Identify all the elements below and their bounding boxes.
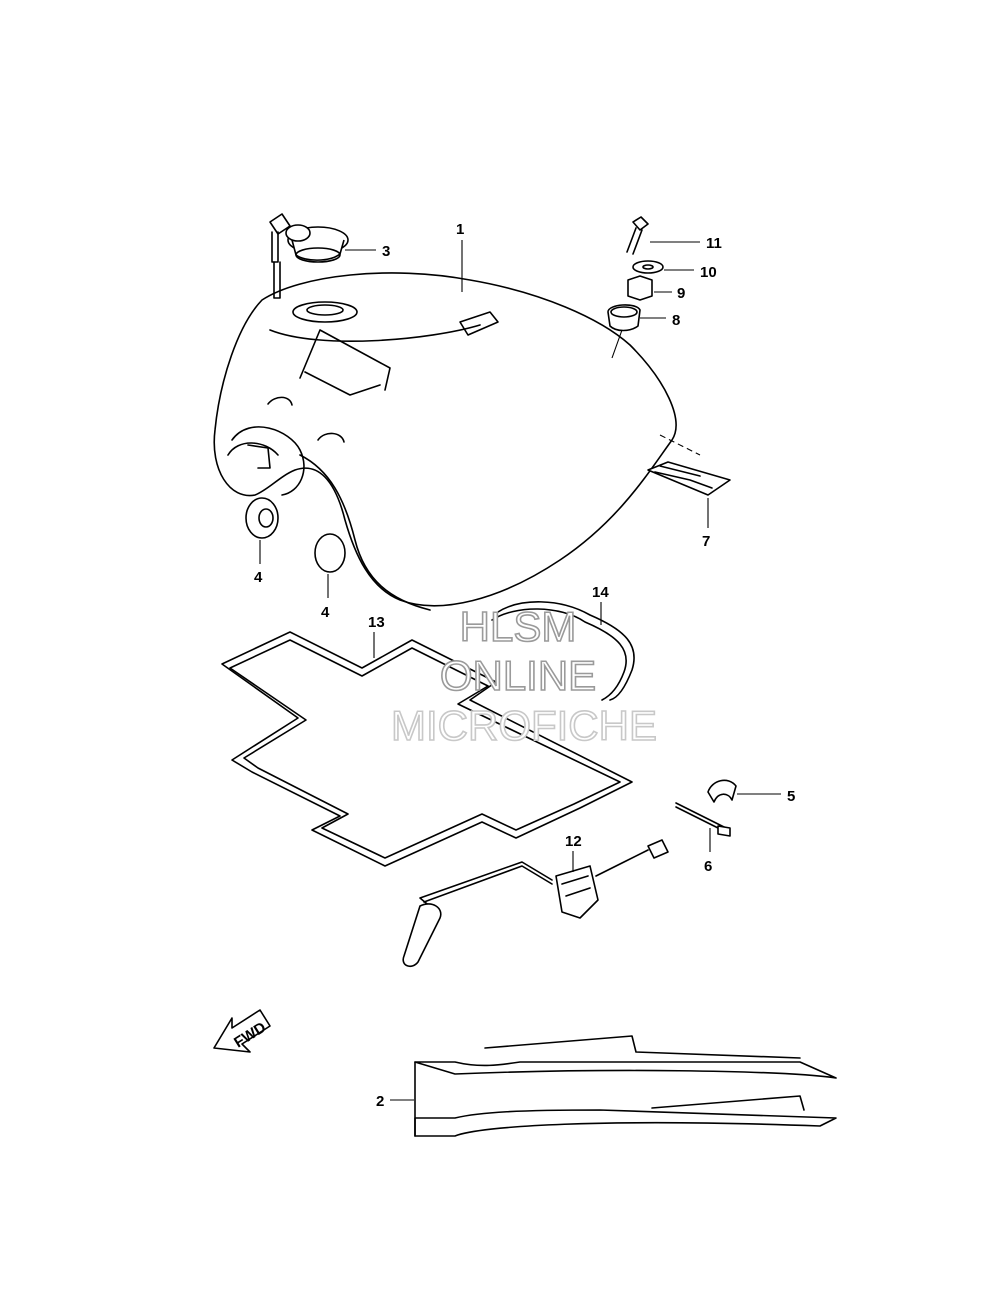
callout-13: 13 xyxy=(368,614,385,631)
callout-6: 6 xyxy=(704,858,712,875)
cushion-right xyxy=(314,533,346,573)
cushion-left xyxy=(245,497,279,539)
fuel-gauge xyxy=(402,839,669,968)
watermark-line-2: ONLINE xyxy=(440,652,596,699)
watermark: HLSM ONLINE MICROFICHE xyxy=(390,602,658,750)
callout-2: 2 xyxy=(376,1093,384,1110)
callout-1: 1 xyxy=(456,221,464,238)
tank-stripes xyxy=(414,1035,837,1137)
callout-14: 14 xyxy=(592,584,609,601)
dashed-mount-line xyxy=(659,434,701,456)
gasket-cross xyxy=(221,631,633,867)
callout-10: 10 xyxy=(700,264,717,281)
fuel-tank xyxy=(213,272,677,611)
callout-5: 5 xyxy=(787,788,795,805)
callout-11: 11 xyxy=(706,235,722,252)
collar xyxy=(627,275,653,301)
callout-3: 3 xyxy=(382,243,390,260)
callout-12: 12 xyxy=(565,833,582,850)
watermark-line-1: HLSM xyxy=(460,603,577,650)
callout-4b: 4 xyxy=(321,604,330,621)
callout-9: 9 xyxy=(677,285,685,302)
seal xyxy=(491,601,635,701)
watermark-line-3: MICROFICHE xyxy=(391,702,657,749)
cable-tie xyxy=(675,802,731,837)
fwd-arrow: FWD xyxy=(213,1009,271,1053)
grommet xyxy=(607,304,641,332)
callout-7: 7 xyxy=(702,533,710,550)
washer xyxy=(632,260,664,274)
mount-line xyxy=(611,329,623,359)
callout-8: 8 xyxy=(672,312,680,329)
bolt xyxy=(626,216,649,255)
clamp xyxy=(707,779,737,803)
fuel-cap-assembly xyxy=(269,213,349,299)
rear-bracket xyxy=(647,461,731,496)
callout-4a: 4 xyxy=(254,569,263,586)
